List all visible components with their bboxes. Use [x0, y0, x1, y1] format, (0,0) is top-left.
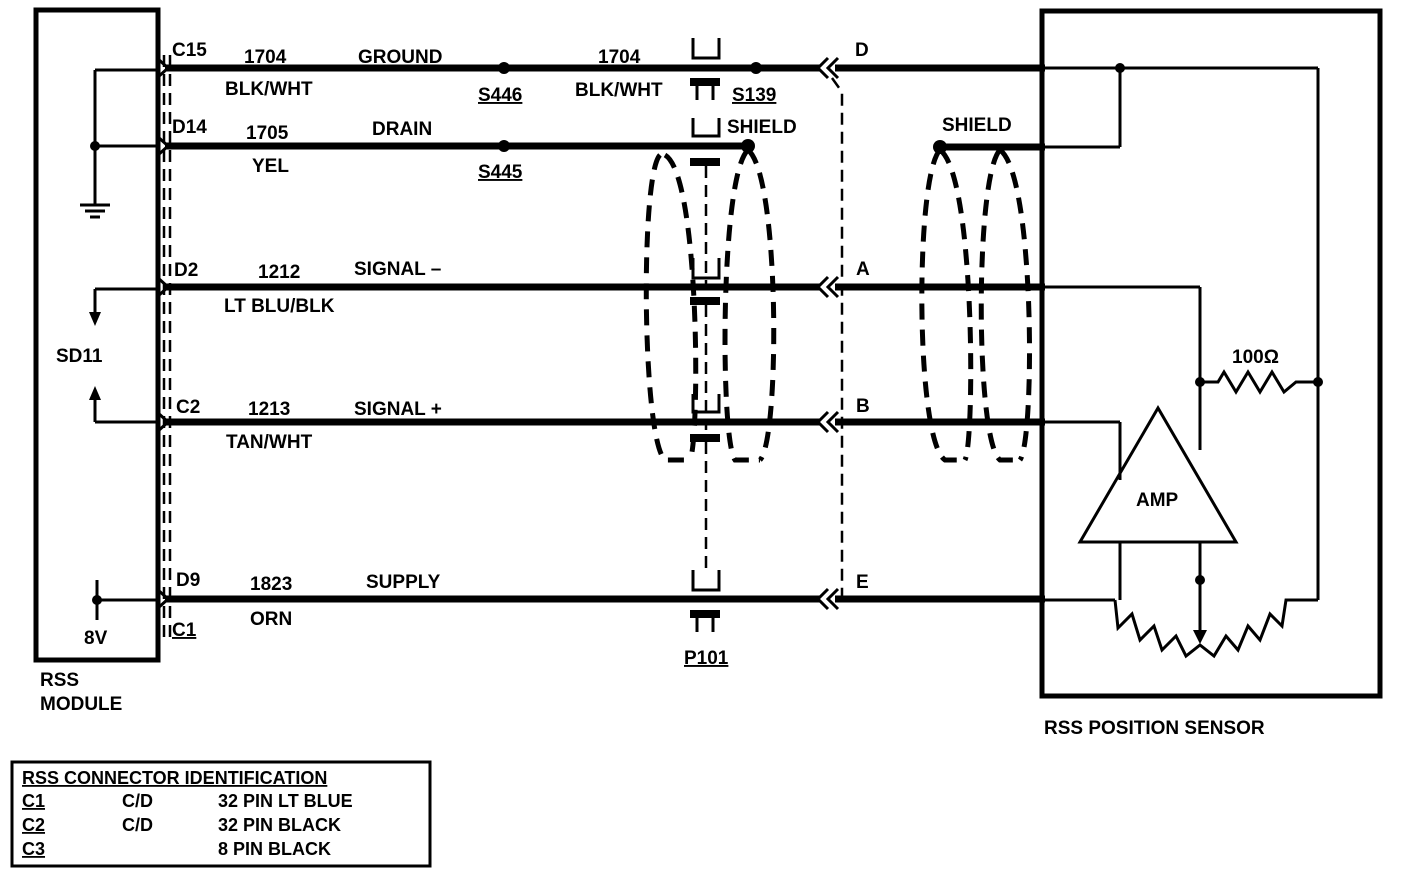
circuit-1212: 1212 [258, 262, 300, 283]
table-row-c3-desc: 8 PIN BLACK [218, 839, 331, 859]
table-row-c2-desc: 32 PIN BLACK [218, 815, 341, 835]
table-row-c1-id: C1 [22, 791, 45, 811]
color-lt-blu-blk: LT BLU/BLK [224, 296, 335, 317]
sensor-pin-d: D [855, 40, 869, 61]
module-label-2: MODULE [40, 694, 122, 715]
amp-label: AMP [1136, 490, 1179, 511]
sensor-pin-e: E [856, 572, 869, 593]
function-signal-minus: SIGNAL – [354, 259, 441, 280]
table-row-c2-id: C2 [22, 815, 45, 835]
color-blk-wht-2: BLK/WHT [575, 80, 663, 101]
color-tan-wht: TAN/WHT [226, 432, 313, 453]
pin-c2: C2 [176, 397, 200, 418]
circuit-1704: 1704 [244, 47, 287, 68]
pin-d14: D14 [172, 117, 207, 138]
module-8v-circuit [92, 580, 160, 620]
p101-connector [690, 38, 721, 632]
circuit-1705: 1705 [246, 123, 289, 144]
splice-s445: S445 [478, 162, 523, 183]
sensor-internal [1045, 63, 1323, 659]
rss-module-box [33, 7, 161, 663]
circuit-1213: 1213 [248, 399, 290, 420]
potentiometer-icon [1113, 598, 1318, 659]
pin-d9: D9 [176, 570, 200, 591]
table-row-c2-type: C/D [122, 815, 153, 835]
function-drain: DRAIN [372, 119, 432, 140]
pin-d2: D2 [174, 260, 198, 281]
splice-s139: S139 [732, 85, 776, 106]
function-ground: GROUND [358, 47, 442, 68]
color-orn: ORN [250, 609, 292, 630]
sd11-label: SD11 [56, 346, 103, 367]
sensor-shield-label: SHIELD [942, 115, 1012, 136]
circuit-1704-2: 1704 [598, 47, 641, 68]
sd11-reference [89, 287, 160, 424]
color-blk-wht: BLK/WHT [225, 79, 313, 100]
resistor-icon [1200, 369, 1318, 395]
sensor-pin-b: B [856, 396, 870, 417]
sensor-pin-a: A [856, 259, 870, 280]
connector-c1: C1 [172, 620, 197, 641]
table-row-c3-id: C3 [22, 839, 45, 859]
module-label-1: RSS [40, 670, 79, 691]
voltage-label: 8V [84, 628, 108, 649]
cable-shield-left [643, 148, 777, 463]
table-row-c1-type: C/D [122, 791, 153, 811]
table-row-c1-desc: 32 PIN LT BLUE [218, 791, 353, 811]
resistor-label: 100Ω [1232, 347, 1279, 368]
function-supply: SUPPLY [366, 572, 441, 593]
table-title: RSS CONNECTOR IDENTIFICATION [22, 768, 327, 788]
module-pin-arrows [155, 56, 171, 611]
sensor-label: RSS POSITION SENSOR [1044, 718, 1265, 739]
sensor-connector-chevrons [815, 56, 844, 611]
cable-shield-right [919, 147, 1032, 463]
splice-s446: S446 [478, 85, 522, 106]
color-yel: YEL [252, 156, 289, 177]
function-signal-plus: SIGNAL + [354, 399, 442, 420]
pin-c15: C15 [172, 40, 207, 61]
circuit-1823: 1823 [250, 574, 292, 595]
amp-icon [1077, 405, 1239, 544]
module-ground-circuit [80, 68, 160, 219]
connector-table-box [10, 760, 432, 868]
shield-label: SHIELD [727, 117, 797, 138]
module-connector-outline [162, 55, 172, 640]
rss-sensor-box [1039, 8, 1383, 699]
connector-p101: P101 [684, 648, 729, 669]
